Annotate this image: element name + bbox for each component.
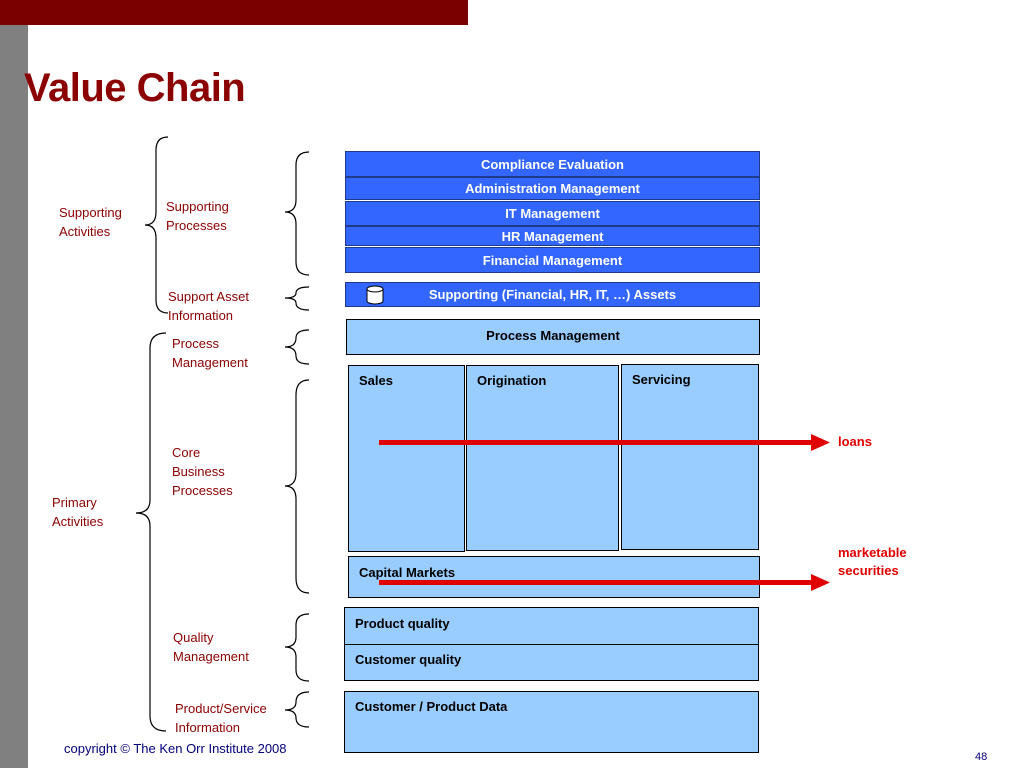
page-number: 48 bbox=[975, 751, 988, 763]
box-origination: Origination bbox=[466, 365, 619, 551]
page-title: Value Chain bbox=[24, 66, 246, 110]
supporting-assets-label: Supporting (Financial, HR, IT, …) Assets bbox=[428, 287, 677, 302]
customer-quality-label: Customer quality bbox=[355, 652, 462, 667]
brace-product-service bbox=[284, 691, 310, 728]
database-icon bbox=[366, 285, 384, 305]
process-management-label: Process Management bbox=[486, 327, 620, 343]
box-hr-management: HR Management bbox=[345, 226, 760, 246]
box-financial-management: Financial Management bbox=[345, 247, 760, 273]
box-process-management: Process Management bbox=[346, 319, 760, 355]
customer-product-data-label: Customer / Product Data bbox=[355, 699, 508, 714]
box-sales: Sales bbox=[348, 365, 465, 552]
box-customer-quality: Customer quality bbox=[344, 644, 759, 681]
product-quality-label: Product quality bbox=[355, 616, 450, 631]
box-it-management: IT Management bbox=[345, 201, 760, 226]
box-servicing: Servicing bbox=[621, 364, 759, 550]
brace-process-management bbox=[284, 329, 310, 365]
label-support-asset-information: Support Asset Information bbox=[168, 289, 249, 323]
brace-supporting-processes bbox=[284, 151, 310, 276]
brace-support-asset bbox=[284, 286, 310, 311]
box-supporting-assets: Supporting (Financial, HR, IT, …) Assets bbox=[345, 282, 760, 307]
box-compliance-evaluation: Compliance Evaluation bbox=[345, 151, 760, 177]
box-customer-product-data: Customer / Product Data bbox=[344, 691, 759, 753]
brace-supporting-activities bbox=[144, 136, 169, 314]
servicing-label: Servicing bbox=[632, 372, 691, 387]
box-capital-markets: Capital Markets bbox=[348, 556, 760, 598]
label-primary-activities: Primary Activities bbox=[52, 495, 104, 529]
arrow-securities-head bbox=[811, 574, 830, 591]
capital-markets-label: Capital Markets bbox=[359, 565, 456, 580]
label-core-business-processes: Core Business Processes bbox=[172, 445, 233, 498]
left-accent-bar bbox=[0, 0, 28, 768]
arrow-securities-shaft bbox=[379, 580, 813, 585]
arrow-loans-head bbox=[811, 434, 830, 451]
label-supporting-processes: Supporting Processes bbox=[166, 199, 229, 233]
box-product-quality: Product quality bbox=[344, 607, 759, 645]
brace-quality bbox=[284, 613, 310, 682]
arrow-loans-shaft bbox=[379, 440, 813, 445]
brace-primary-activities bbox=[135, 332, 167, 732]
label-product-service-information: Product/Service Information bbox=[175, 701, 267, 735]
origination-label: Origination bbox=[477, 373, 547, 388]
output-loans: loans bbox=[838, 434, 872, 449]
label-process-management: Process Management bbox=[172, 336, 248, 370]
brace-core-business bbox=[284, 379, 310, 594]
top-accent-bar bbox=[0, 0, 468, 25]
label-quality-management: Quality Management bbox=[173, 630, 249, 664]
sales-label: Sales bbox=[359, 373, 393, 388]
box-administration-management: Administration Management bbox=[345, 177, 760, 200]
footer-copyright: copyright © The Ken Orr Institute 2008 bbox=[64, 741, 287, 756]
output-marketable-securities: marketable securities bbox=[838, 545, 907, 578]
label-supporting-activities: Supporting Activities bbox=[59, 205, 122, 239]
